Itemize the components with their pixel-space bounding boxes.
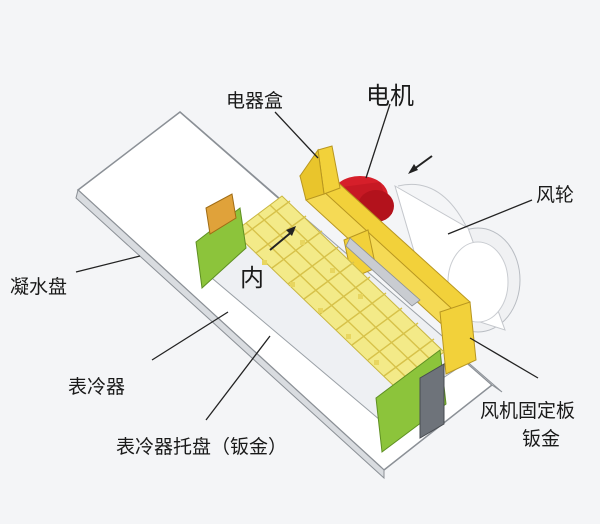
coil-fins [233, 195, 445, 389]
label-fan-plate: 风机固定板 [480, 400, 576, 422]
fan-frame [299, 145, 477, 375]
coil-end-plate-right [375, 349, 447, 453]
label-fan-plate-material: 钣金 [522, 428, 561, 450]
label-motor: 电机 [366, 82, 414, 110]
label-inner: 内 [240, 264, 264, 292]
label-electrical-box: 电器盒 [226, 90, 284, 112]
coil-end-plate-left [195, 193, 247, 290]
airflow-arrow-icon [269, 155, 433, 251]
leader-lines [75, 103, 539, 421]
label-drain-pan: 凝水盘 [10, 276, 68, 298]
label-coil: 表冷器 [68, 376, 126, 398]
label-coil-tray: 表冷器托盘（钣金） [116, 436, 288, 458]
fan-wheel [394, 183, 521, 333]
label-fan-wheel: 风轮 [536, 184, 575, 206]
